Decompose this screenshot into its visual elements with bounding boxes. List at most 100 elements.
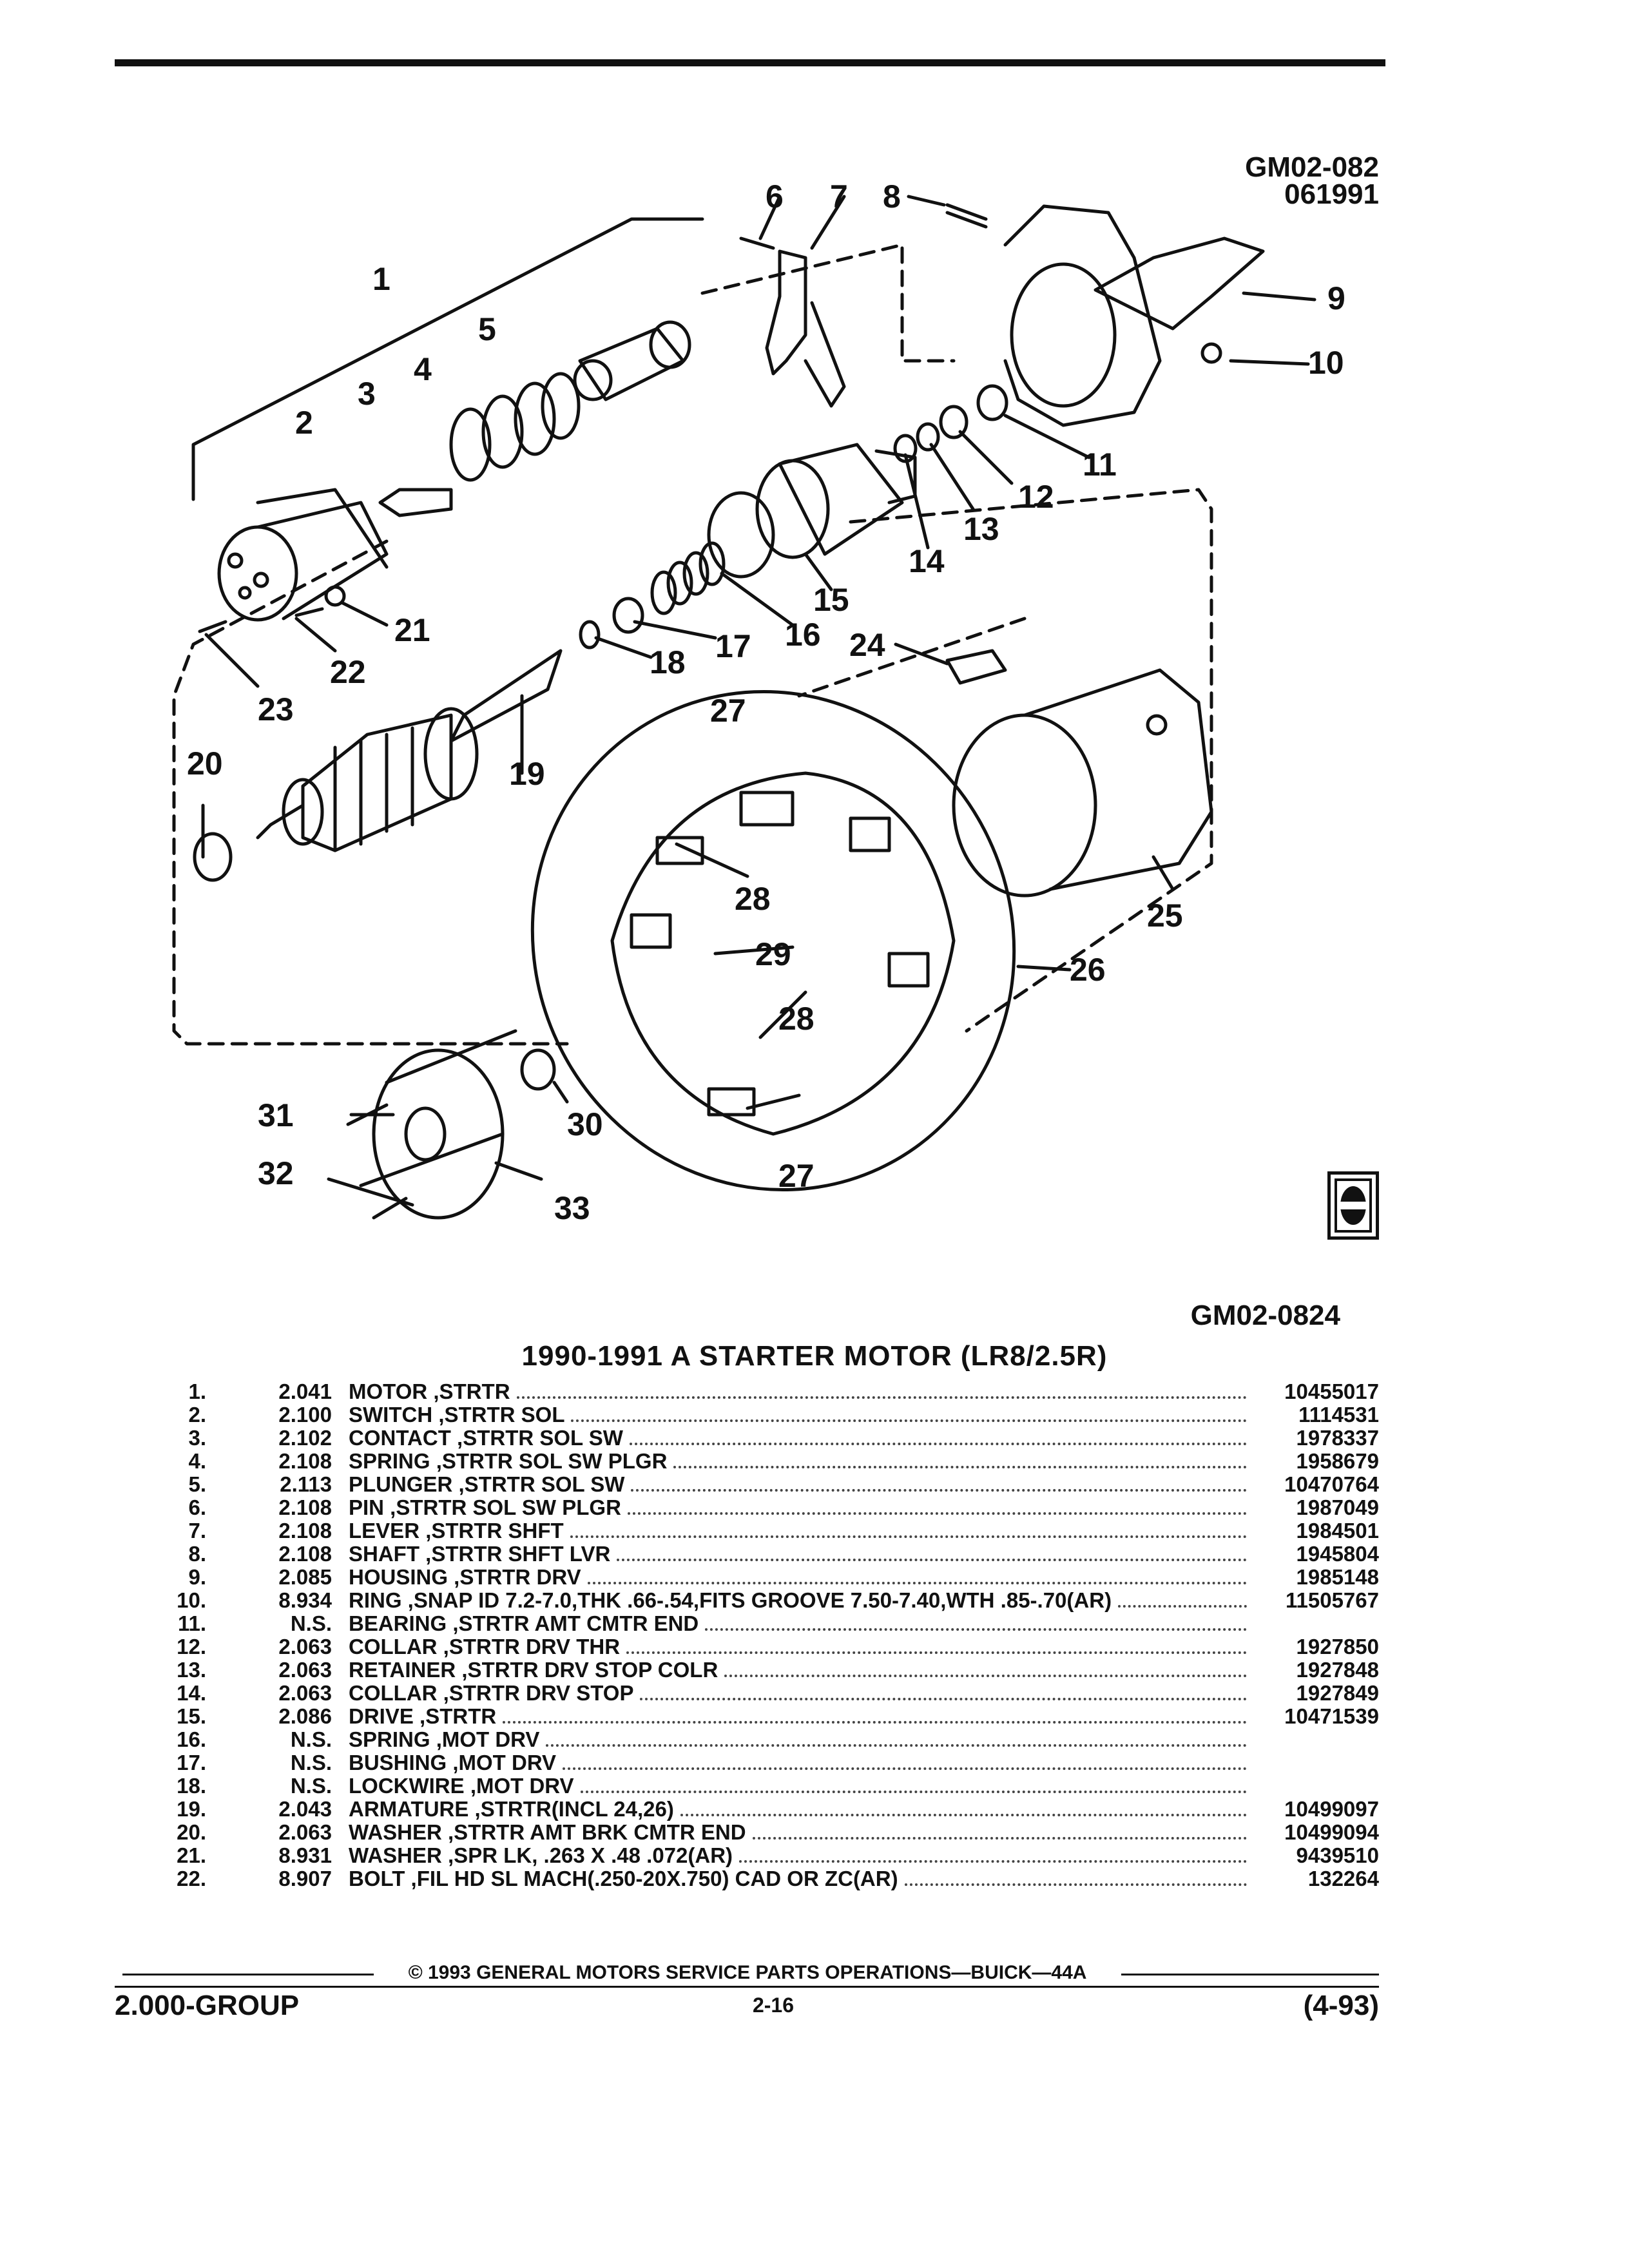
shift-lever bbox=[765, 249, 846, 408]
lever-shaft bbox=[945, 203, 988, 229]
group-number: 2.113 bbox=[280, 1472, 332, 1496]
item-number: 10. bbox=[177, 1588, 206, 1612]
description-cell: SPRING ,STRTR SOL SW PLGR bbox=[349, 1450, 1253, 1473]
table-row: 17. N.S. BUSHING ,MOT DRV bbox=[161, 1751, 1379, 1774]
description-cell: SHAFT ,STRTR SHFT LVR bbox=[349, 1542, 1253, 1566]
table-row: 11.N.S.BEARING ,STRTR AMT CMTR END bbox=[161, 1612, 1379, 1635]
solenoid-contact bbox=[378, 488, 453, 517]
item-number: 2. bbox=[188, 1403, 206, 1427]
callout-12: 12 bbox=[1018, 479, 1054, 515]
assembly-dashed-line-4 bbox=[797, 617, 1027, 698]
part-number: 1958679 bbox=[1296, 1449, 1379, 1473]
description-cell: ARMATURE ,STRTR(INCL 24,26) bbox=[349, 1798, 1253, 1821]
description-cell: BEARING ,STRTR AMT CMTR END bbox=[349, 1612, 1253, 1635]
description-cell: MOTOR ,STRTR bbox=[349, 1380, 1253, 1403]
part-description: COLLAR ,STRTR DRV STOP bbox=[349, 1682, 634, 1705]
callout-33: 33 bbox=[554, 1190, 590, 1226]
part-number: 10455017 bbox=[1284, 1379, 1379, 1403]
group-number: N.S. bbox=[290, 1611, 332, 1635]
item-number: 3. bbox=[188, 1426, 206, 1450]
page-title: 1990-1991 A STARTER MOTOR (LR8/2.5R) bbox=[521, 1340, 1108, 1372]
description-cell: WASHER ,SPR LK, .263 X .48 .072(AR) bbox=[349, 1844, 1253, 1867]
armature bbox=[256, 649, 563, 852]
callout-1: 1 bbox=[372, 261, 390, 297]
item-number: 17. bbox=[177, 1751, 206, 1774]
group-number: 8.907 bbox=[278, 1867, 332, 1890]
callout-2: 2 bbox=[295, 405, 313, 441]
callout-26: 26 bbox=[1070, 952, 1106, 988]
group-number: 2.063 bbox=[278, 1635, 332, 1658]
group-number: 8.934 bbox=[278, 1588, 332, 1612]
group-number: N.S. bbox=[290, 1751, 332, 1774]
footer-rule-left bbox=[122, 1974, 374, 1975]
leader-dots bbox=[1118, 1605, 1247, 1608]
part-description: WASHER ,STRTR AMT BRK CMTR END bbox=[349, 1821, 746, 1844]
leader-dots bbox=[587, 1582, 1247, 1584]
group-number: 2.100 bbox=[278, 1403, 332, 1427]
part-description: ARMATURE ,STRTR(INCL 24,26) bbox=[349, 1798, 674, 1821]
part-number: 132264 bbox=[1307, 1867, 1379, 1890]
exploded-diagram: 6 7 8 9 10 1 5 4 3 2 11 12 13 14 15 16 2… bbox=[172, 178, 1345, 1226]
drive-collar bbox=[939, 405, 969, 439]
callout-15: 15 bbox=[813, 582, 849, 618]
part-description: CONTACT ,STRTR SOL SW bbox=[349, 1427, 623, 1450]
leader-dots bbox=[580, 1791, 1247, 1793]
part-number: 1978337 bbox=[1296, 1426, 1379, 1450]
plunger-spring bbox=[449, 372, 581, 482]
group-number: N.S. bbox=[290, 1774, 332, 1798]
insulator bbox=[945, 649, 1007, 685]
group-number: N.S. bbox=[290, 1727, 332, 1751]
callout-6: 6 bbox=[766, 178, 784, 215]
lockwire bbox=[579, 620, 601, 649]
drive-bushing bbox=[612, 597, 644, 634]
armature-washer bbox=[193, 832, 233, 882]
callout-11: 11 bbox=[1083, 447, 1117, 483]
callout-14: 14 bbox=[909, 543, 945, 579]
callout-21: 21 bbox=[394, 612, 430, 648]
leader-dots bbox=[546, 1744, 1247, 1747]
part-description: SPRING ,STRTR SOL SW PLGR bbox=[349, 1450, 668, 1473]
callout-23: 23 bbox=[258, 691, 294, 727]
description-cell: BUSHING ,MOT DRV bbox=[349, 1751, 1253, 1774]
callout-22: 22 bbox=[330, 654, 366, 690]
assembly-dashed-line bbox=[700, 243, 956, 363]
part-description: BOLT ,FIL HD SL MACH(.250-20X.750) CAD O… bbox=[349, 1867, 898, 1890]
leader-dots bbox=[570, 1535, 1247, 1538]
leader-dots bbox=[904, 1883, 1247, 1886]
callout-9: 9 bbox=[1327, 280, 1345, 316]
part-number: 1984501 bbox=[1296, 1519, 1379, 1542]
group-number: 2.063 bbox=[278, 1681, 332, 1705]
copyright: © 1993 GENERAL MOTORS SERVICE PARTS OPER… bbox=[408, 1962, 1087, 1983]
part-number: 1927850 bbox=[1296, 1635, 1379, 1658]
callout-13: 13 bbox=[963, 511, 999, 547]
part-number: 10471539 bbox=[1284, 1704, 1379, 1728]
leader-dots bbox=[631, 1489, 1247, 1492]
item-number: 20. bbox=[177, 1820, 206, 1844]
item-number: 12. bbox=[177, 1635, 206, 1658]
stop-collar-retainer bbox=[916, 422, 940, 452]
item-number: 1. bbox=[188, 1379, 206, 1403]
leader-dots bbox=[752, 1837, 1247, 1840]
part-description: DRIVE ,STRTR bbox=[349, 1705, 497, 1728]
item-number: 16. bbox=[177, 1727, 206, 1751]
callout-3: 3 bbox=[358, 376, 376, 412]
plunger-pin bbox=[739, 236, 775, 250]
leader-dots bbox=[571, 1419, 1247, 1422]
leader-dots bbox=[705, 1628, 1247, 1631]
part-number: 1987049 bbox=[1296, 1495, 1379, 1519]
item-number: 15. bbox=[177, 1704, 206, 1728]
callout-10: 10 bbox=[1308, 345, 1344, 381]
lock-washer bbox=[324, 585, 346, 607]
solenoid-plunger bbox=[573, 320, 691, 401]
